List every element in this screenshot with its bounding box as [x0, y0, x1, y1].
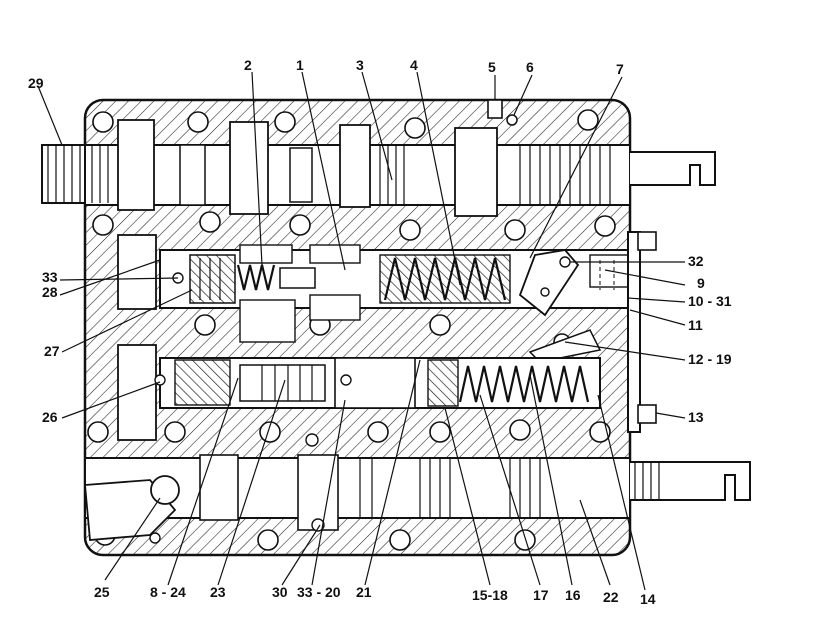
label-26: 26: [42, 409, 58, 425]
label-6: 6: [526, 59, 534, 75]
label-17: 17: [533, 587, 549, 603]
screw-6: [506, 114, 518, 126]
label-10-31: 10 - 31: [688, 293, 732, 309]
label-8-24: 8 - 24: [150, 584, 186, 600]
middle-lower-bore: [117, 344, 601, 441]
label-27: 27: [44, 343, 60, 359]
label-25: 25: [94, 584, 110, 600]
label-7: 7: [616, 61, 624, 77]
label-4: 4: [410, 57, 418, 73]
label-30: 30: [272, 584, 288, 600]
leader-lines: [37, 71, 686, 591]
side-plate: [627, 231, 641, 433]
lower-bore: [84, 433, 751, 544]
label-16: 16: [565, 587, 581, 603]
label-29: 29: [28, 75, 44, 91]
label-1: 1: [296, 57, 304, 73]
label-11: 11: [688, 317, 703, 333]
label-12-19: 12 - 19: [688, 351, 732, 367]
label-9: 9: [697, 275, 705, 291]
bolt-13: [637, 404, 657, 424]
label-33-20: 33 - 20: [297, 584, 341, 600]
label-15-18: 15-18: [472, 587, 508, 603]
fitting-5: [487, 99, 503, 119]
bolt-32: [637, 231, 657, 251]
middle-upper-bore: [117, 234, 631, 343]
upper-bore: [41, 119, 716, 217]
label-23: 23: [210, 584, 226, 600]
label-3: 3: [356, 57, 364, 73]
label-28: 28: [42, 284, 58, 300]
label-13: 13: [688, 409, 704, 425]
label-22: 22: [603, 589, 619, 605]
label-14: 14: [640, 591, 656, 607]
housing-holes: [87, 109, 616, 551]
label-5: 5: [488, 59, 496, 75]
label-21: 21: [356, 584, 372, 600]
label-32: 32: [688, 253, 704, 269]
label-33: 33: [42, 269, 58, 285]
label-2: 2: [244, 57, 252, 73]
